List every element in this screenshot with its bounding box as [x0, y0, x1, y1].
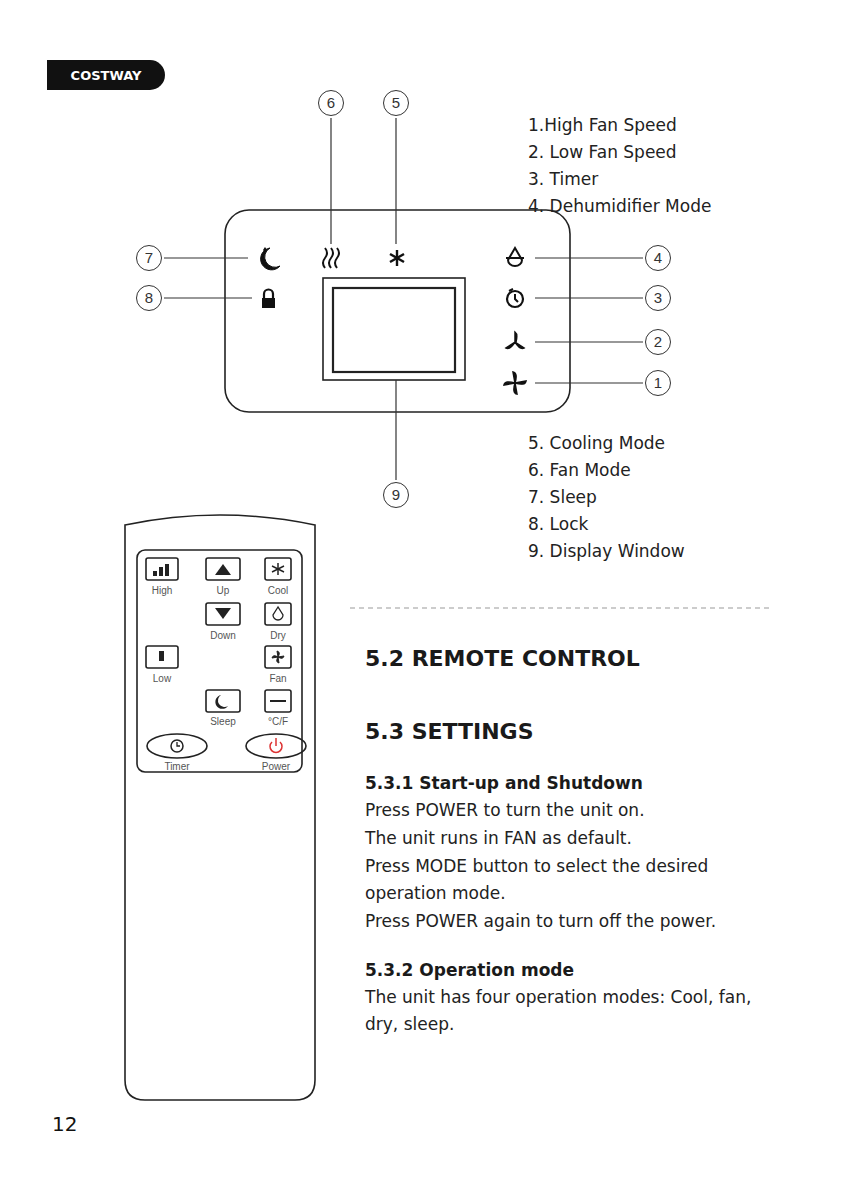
button-label: Power — [262, 761, 290, 773]
callout-number: 6 — [318, 90, 344, 116]
separator — [350, 608, 772, 609]
button-label: Fan — [269, 673, 286, 685]
subsection-heading: 5.3.2 Operation mode — [365, 957, 574, 984]
button-label: Up — [217, 585, 230, 597]
legend-item: 4. Dehumidifier Mode — [528, 193, 711, 220]
body-text: Press POWER again to turn off the power. — [365, 908, 716, 935]
callout-number: 7 — [136, 245, 162, 271]
button-label: Dry — [270, 630, 286, 642]
remote-control — [125, 515, 315, 1100]
page-number: 12 — [52, 1112, 77, 1136]
legend-item: 5. Cooling Mode — [528, 430, 665, 457]
display-window — [333, 288, 455, 372]
button-label: °C/F — [268, 716, 288, 728]
callout-number: 8 — [136, 285, 162, 311]
panel-icons — [261, 247, 526, 394]
body-text: Press MODE button to select the desired … — [365, 853, 790, 907]
callout-number: 5 — [383, 90, 409, 116]
button-label: High — [152, 585, 173, 597]
legend-item: 9. Display Window — [528, 538, 685, 565]
legend-item: 3. Timer — [528, 166, 598, 193]
section-heading: 5.2 REMOTE CONTROL — [365, 645, 640, 673]
callout-number: 1 — [645, 370, 671, 396]
subsection-heading: 5.3.1 Start-up and Shutdown — [365, 770, 643, 797]
button-label: Down — [210, 630, 236, 642]
control-panel — [225, 210, 570, 412]
callout-number: 4 — [645, 245, 671, 271]
body-text: Press POWER to turn the unit on. — [365, 797, 645, 824]
brand-name: COSTWAY — [71, 68, 142, 83]
button-label: Low — [153, 673, 171, 685]
legend-item: 8. Lock — [528, 511, 588, 538]
body-text: The unit has four operation modes: Cool,… — [365, 984, 790, 1038]
legend-item: 7. Sleep — [528, 484, 597, 511]
button-label: Timer — [164, 761, 189, 773]
legend-item: 6. Fan Mode — [528, 457, 631, 484]
callout-number: 3 — [645, 285, 671, 311]
leader-lines — [164, 118, 643, 480]
section-heading: 5.3 SETTINGS — [365, 718, 534, 746]
remote-button-icons — [153, 563, 286, 752]
callout-number: 9 — [383, 482, 409, 508]
legend-item: 1.High Fan Speed — [528, 112, 677, 139]
button-label: Sleep — [210, 716, 236, 728]
callout-number: 2 — [645, 329, 671, 355]
legend-item: 2. Low Fan Speed — [528, 139, 677, 166]
brand-badge: COSTWAY — [47, 60, 165, 90]
button-label: Cool — [268, 585, 289, 597]
body-text: The unit runs in FAN as default. — [365, 825, 632, 852]
display-window — [323, 278, 465, 380]
